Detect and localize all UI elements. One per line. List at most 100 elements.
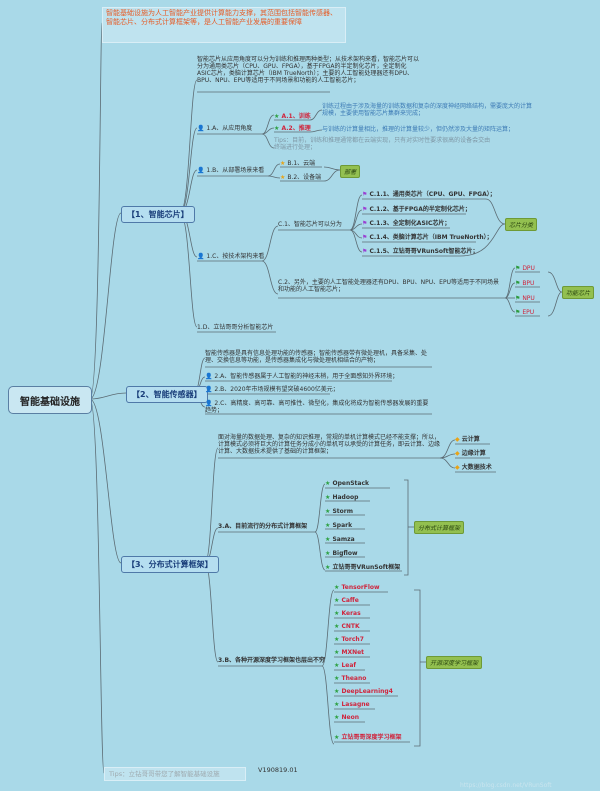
dl-framework-item[interactable]: ★ Keras xyxy=(334,610,361,617)
star-icon: ★ xyxy=(280,174,286,181)
node-c1-5[interactable]: ⚑ C.1.5、立钻哥哥VRunSoft智能芯片； xyxy=(362,248,479,255)
framework-item[interactable]: ★ Storm xyxy=(325,508,353,515)
bullet-icon: ◆ xyxy=(455,450,460,457)
node-compute-a[interactable]: 3.A、目前流行的分布式计算框架 xyxy=(218,523,308,530)
node-label: DeepLearning4 xyxy=(341,688,393,695)
dl-framework-item[interactable]: ★ Theano xyxy=(334,675,366,682)
framework-item[interactable]: ★ Hadoop xyxy=(325,494,358,501)
node-label: Neon xyxy=(341,714,359,721)
dl-framework-item[interactable]: ★ CNTK xyxy=(334,623,360,630)
flag-icon: ⚑ xyxy=(515,309,521,316)
node-edge[interactable]: ◆ 边缘计算 xyxy=(455,450,486,457)
dl-framework-item[interactable]: ★ Caffe xyxy=(334,597,359,604)
dl-framework-item[interactable]: ★ 立钻哥哥深度学习框架 xyxy=(334,734,402,741)
star-icon: ★ xyxy=(334,610,340,617)
bullet-icon: ◆ xyxy=(455,464,460,471)
node-label: B.1、云端 xyxy=(287,160,316,167)
node-label: 立钻哥哥VRunSoft框架 xyxy=(332,564,401,571)
star-icon: ★ xyxy=(325,494,331,501)
framework-item[interactable]: ★ OpenStack xyxy=(325,480,369,487)
dl-framework-item[interactable]: ★ TensorFlow xyxy=(334,584,380,591)
node-b2[interactable]: ★ B.2、设备端 xyxy=(280,174,321,181)
dl-framework-item[interactable]: ★ Lasagne xyxy=(334,701,370,708)
node-bigdata[interactable]: ◆ 大数据技术 xyxy=(455,464,492,471)
flag-icon: ⚑ xyxy=(362,234,368,241)
node-dpu[interactable]: ⚑ DPU xyxy=(515,265,535,272)
node-label: TensorFlow xyxy=(341,584,380,591)
tag-function-chips[interactable]: 功能芯片 xyxy=(562,286,595,299)
node-label: CNTK xyxy=(341,623,360,630)
node-label: EPU xyxy=(522,309,535,316)
star-icon: ★ xyxy=(325,522,331,529)
star-icon: ★ xyxy=(334,701,340,708)
tag-dl-frameworks[interactable]: 开源深度学习框架 xyxy=(426,656,483,669)
node-label: Spark xyxy=(332,522,353,529)
person-icon: 👤 xyxy=(197,125,205,132)
flag-icon: ⚑ xyxy=(515,265,521,272)
node-a2[interactable]: ★ A.2、推理 xyxy=(274,125,311,132)
node-label: A.2、推理 xyxy=(281,125,311,132)
a2-description: 与训练的计算量相比，推理的计算量较少，但仍然涉及大量的矩阵运算； xyxy=(322,126,515,133)
dl-framework-item[interactable]: ★ Leaf xyxy=(334,662,356,669)
tag-distributed-frameworks[interactable]: 分布式计算框架 xyxy=(414,521,465,534)
star-icon: ★ xyxy=(274,113,280,120)
framework-item[interactable]: ★ 立钻哥哥VRunSoft框架 xyxy=(325,564,400,571)
node-chip-app[interactable]: 👤 1.A、从应用角度 xyxy=(197,125,252,132)
person-icon: 👤 xyxy=(205,386,213,393)
person-icon: 👤 xyxy=(205,373,213,380)
flag-icon: ⚑ xyxy=(515,280,521,287)
node-c1-1[interactable]: ⚑ C.1.1、通用类芯片（CPU、GPU、FPGA）； xyxy=(362,191,496,198)
branch-distributed-compute[interactable]: 【3、分布式计算框架】 xyxy=(121,556,219,573)
node-sensor-a[interactable]: 👤 2.A、智能传感器属于人工智能的神经末梢，用于全面感知外界环境； xyxy=(205,373,398,380)
node-c1-4[interactable]: ⚑ C.1.4、类脑计算芯片（IBM TrueNorth）； xyxy=(362,234,493,241)
node-c1[interactable]: C.1、智能芯片可以分为 xyxy=(278,221,342,228)
node-label: 大数据技术 xyxy=(461,464,492,471)
node-epu[interactable]: ⚑ EPU xyxy=(515,309,534,316)
node-label: B.2、设备端 xyxy=(287,174,322,181)
framework-item[interactable]: ★ Spark xyxy=(325,522,352,529)
node-npu[interactable]: ⚑ NPU xyxy=(515,295,535,302)
node-label: Storm xyxy=(332,508,354,515)
node-label: C.1.3、全定制化ASIC芯片； xyxy=(369,220,451,227)
star-icon: ★ xyxy=(334,584,340,591)
node-label: MXNet xyxy=(341,649,365,656)
node-compute-b[interactable]: 3.B、各种开源深度学习框架也层出不穷 xyxy=(218,657,326,664)
dl-framework-item[interactable]: ★ DeepLearning4 xyxy=(334,688,393,695)
node-label: 1.B、从部署场景来看 xyxy=(206,167,265,174)
tips-note[interactable]: Tips：立钻哥哥带您了解智能基础设施 xyxy=(104,767,246,781)
node-a1[interactable]: ★ A.1、训练 xyxy=(274,113,311,120)
star-icon: ★ xyxy=(334,636,340,643)
framework-item[interactable]: ★ Bigflow xyxy=(325,550,358,557)
framework-item[interactable]: ★ Samza xyxy=(325,536,355,543)
dl-framework-item[interactable]: ★ MXNet xyxy=(334,649,364,656)
node-label: 云计算 xyxy=(461,436,480,443)
branch-smart-sensor[interactable]: 【2、智能传感器】 xyxy=(126,386,208,403)
node-c1-2[interactable]: ⚑ C.1.2、基于FPGA的半定制化芯片； xyxy=(362,206,471,213)
branch-smart-chip[interactable]: 【1、智能芯片】 xyxy=(121,206,195,223)
node-cloud[interactable]: ◆ 云计算 xyxy=(455,436,480,443)
node-c2[interactable]: C.2、另外，主要的人工智能处理器还有DPU、BPU、NPU、EPU等适用于不同… xyxy=(278,279,499,293)
node-bpu[interactable]: ⚑ BPU xyxy=(515,280,534,287)
node-label: C.1.2、基于FPGA的半定制化芯片； xyxy=(369,206,471,213)
dl-framework-item[interactable]: ★ Neon xyxy=(334,714,359,721)
root-node[interactable]: 智能基础设施 xyxy=(8,386,92,414)
app-tips: Tips：目前，训练和推理通常都在云端实现，只有对实时性要求很高的设备会交由终端… xyxy=(274,137,491,151)
node-sensor-b[interactable]: 👤 2.B、2020年市场规模有望突破4600亿美元； xyxy=(205,386,339,393)
node-label: Leaf xyxy=(341,662,357,669)
node-b1[interactable]: ★ B.1、云端 xyxy=(280,160,315,167)
node-label: C.1.1、通用类芯片（CPU、GPU、FPGA）； xyxy=(369,191,496,198)
flag-icon: ⚑ xyxy=(362,248,368,255)
star-icon: ★ xyxy=(325,508,331,515)
node-c1-3[interactable]: ⚑ C.1.3、全定制化ASIC芯片； xyxy=(362,220,450,227)
tag-chip-classes[interactable]: 芯片分类 xyxy=(505,218,538,231)
node-sensor-c[interactable]: 👤 2.C、高精度、高可靠、高可推性、微型化，集成化将成为智能传感器发展的重要趋… xyxy=(205,400,433,414)
node-chip-d[interactable]: 1.D、立钻哥哥分析智能芯片 xyxy=(197,324,274,331)
bullet-icon: ◆ xyxy=(455,436,460,443)
node-chip-tech[interactable]: 👤 1.C、按技术架构来看 xyxy=(197,253,264,260)
dl-framework-item[interactable]: ★ Torch7 xyxy=(334,636,364,643)
intro-note[interactable]: 智能基础设施为人工智能产业提供计算能力支撑，其范围包括智能传感器、智能芯片、分布… xyxy=(102,7,346,43)
compute-description: 面对海量的数据处理、复杂的知识推理，常规的单机计算模式已经不能支撑；所以，计算模… xyxy=(218,434,441,455)
node-label: 边缘计算 xyxy=(461,450,486,457)
node-chip-deploy[interactable]: 👤 1.B、从部署场景来看 xyxy=(197,167,264,174)
tag-deploy[interactable]: 部署 xyxy=(340,165,361,178)
